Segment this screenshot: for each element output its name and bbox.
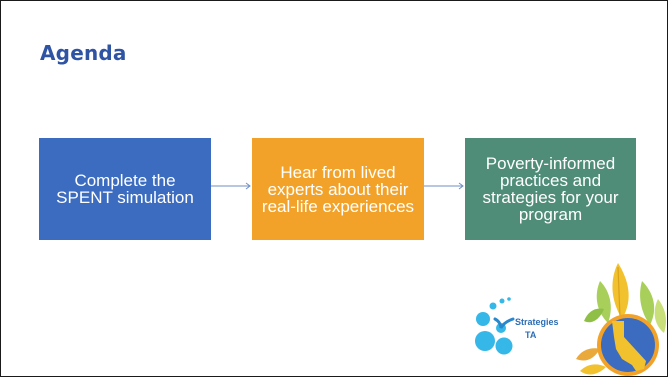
california-logo [576,263,666,376]
agenda-step-2: Hear from lived experts about their real… [252,138,424,240]
agenda-step-3: Poverty-informed practices and strategie… [465,138,636,240]
arrow-right-icon [424,182,464,190]
strategies-text: Strategies [515,317,559,327]
slide-title: Agenda [40,41,127,65]
arrow-right-icon [211,182,251,190]
agenda-step-1: Complete the SPENT simulation [39,138,211,240]
ta-text: TA [525,330,537,340]
strategies-ta-logo: Strategies TA [475,297,559,355]
